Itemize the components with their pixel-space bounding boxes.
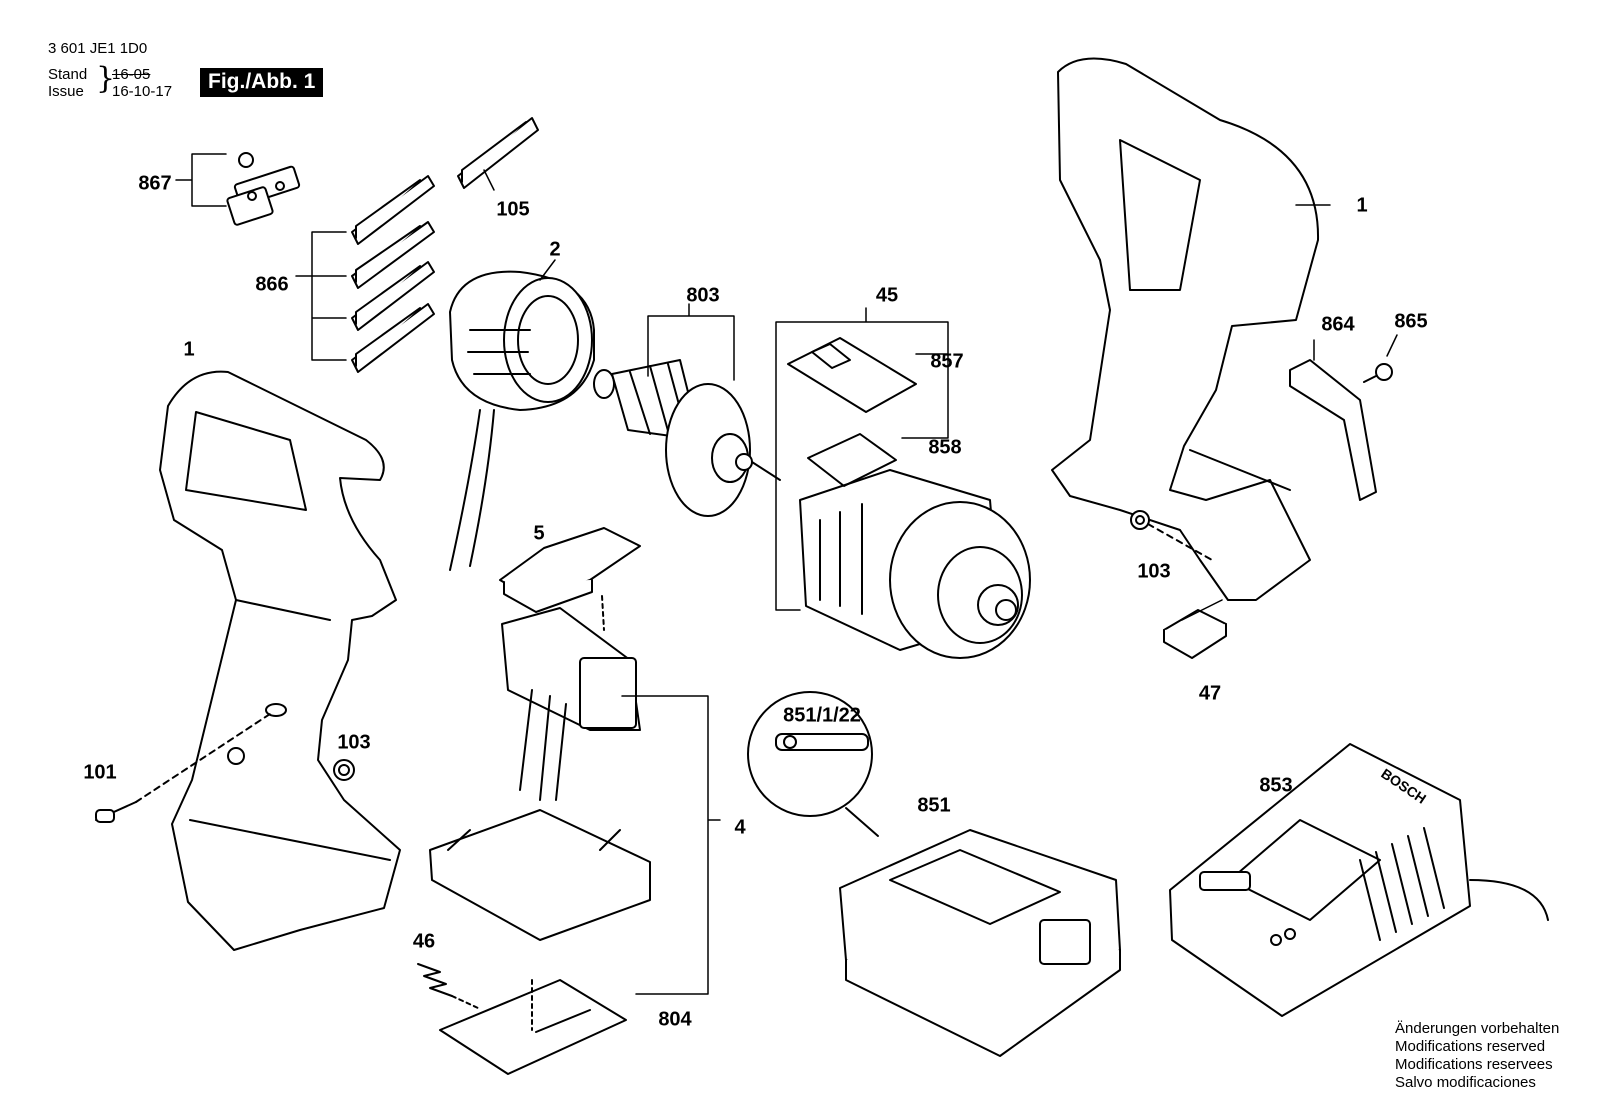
callout-4: 4 [734, 816, 746, 839]
part-46-spring [417, 963, 479, 1009]
callout-851-1-22: 851/1/22 [783, 704, 861, 727]
part-4-switch [429, 607, 651, 941]
callout-851: 851 [917, 794, 951, 817]
part-5-slider [499, 527, 641, 631]
callout-864: 864 [1321, 313, 1355, 336]
note-fr: Modifications reservees [1395, 1056, 1553, 1073]
modifications-notice: Änderungen vorbehalten Modifications res… [1395, 1020, 1559, 1092]
part-803-rotor [593, 359, 781, 517]
callout-803: 803 [686, 284, 720, 307]
part-number: 3 601 JE1 1D0 [48, 40, 148, 57]
figure-label: Fig./Abb. 1 [200, 68, 324, 97]
part-858-frame [807, 433, 897, 487]
part-853-charger [1169, 743, 1549, 1017]
callout-866: 866 [255, 273, 289, 296]
part-105-clip [457, 117, 539, 189]
note-en: Modifications reserved [1395, 1038, 1546, 1055]
callout-45: 45 [875, 284, 899, 307]
issue-label: Issue [48, 83, 84, 100]
callout-105: 105 [496, 198, 530, 221]
part-2-stator [449, 270, 595, 571]
part-45-gearbox [799, 469, 1031, 659]
part-857-switch [787, 337, 917, 413]
note-de: Änderungen vorbehalten [1395, 1020, 1560, 1037]
callout-867: 867 [138, 172, 172, 195]
header-brace: } [96, 61, 116, 96]
callout-865: 865 [1394, 310, 1428, 333]
callout-857: 857 [930, 350, 964, 373]
callout-804: 804 [658, 1008, 692, 1031]
callout-853: 853 [1259, 774, 1293, 797]
part-1-housing-right [1051, 57, 1393, 659]
callout-103-right: 103 [1137, 560, 1171, 583]
callout-101: 101 [83, 761, 117, 784]
callout-46: 46 [412, 930, 436, 953]
part-804-plate [439, 979, 627, 1075]
callout-5: 5 [533, 522, 545, 545]
callout-leaders [175, 153, 1398, 995]
stand-date: 16-05 [112, 66, 151, 83]
part-851-battery [747, 691, 1121, 1057]
callout-2: 2 [549, 238, 561, 261]
issue-date: 16-10-17 [112, 83, 173, 100]
callout-103-left: 103 [337, 731, 371, 754]
stand-label: Stand [48, 66, 88, 83]
callout-1-right: 1 [1356, 194, 1368, 217]
part-867-clamp [226, 152, 301, 226]
callout-1-left: 1 [183, 338, 195, 361]
callout-858: 858 [928, 436, 962, 459]
part-866-clips [351, 175, 435, 373]
callout-47: 47 [1198, 682, 1222, 705]
note-es: Salvo modificaciones [1395, 1074, 1536, 1091]
part-1-housing-left [95, 370, 401, 951]
